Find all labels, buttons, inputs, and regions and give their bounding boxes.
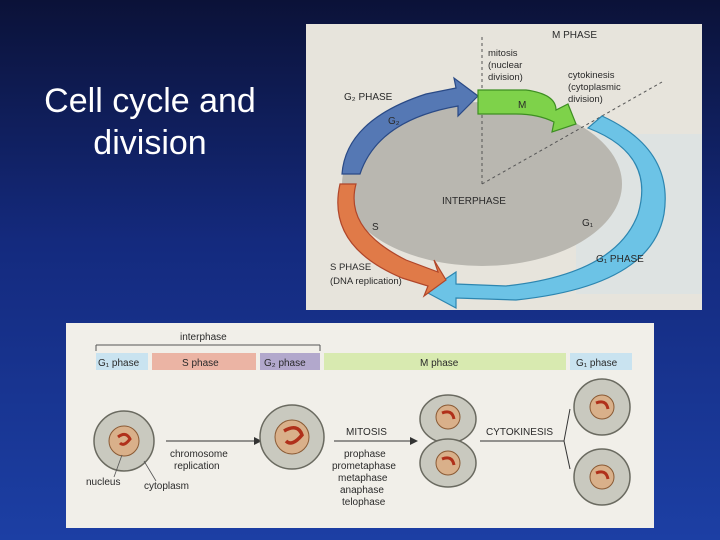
slide-title: Cell cycle and division (20, 80, 280, 164)
bar-label-g1-start: G₁ phase (98, 358, 140, 369)
bar-s-phase (152, 353, 256, 370)
cell-cycle-figure: M PHASE mitosis (nuclear division) cytok… (306, 24, 702, 310)
stage-prometaphase: prometaphase (332, 461, 396, 472)
cell-cycle-svg: M PHASE mitosis (nuclear division) cytok… (306, 24, 702, 310)
title-line-1: Cell cycle and (44, 82, 256, 120)
m-arrow (477, 89, 577, 133)
bar-g2-phase (260, 353, 320, 370)
stage-telophase: telophase (342, 497, 386, 508)
cytokinesis-line-1: cytokinesis (568, 70, 615, 81)
chromosome-line-2: replication (174, 461, 220, 472)
bar-m-phase (324, 353, 566, 370)
g2-label: G₂ (388, 116, 400, 127)
cell-division-figure: interphase G₁ phase S phase G₂ phase M p… (66, 323, 654, 528)
chromosome (595, 470, 610, 480)
arrow-branch-up (563, 408, 571, 442)
cytokinesis-line-3: division) (568, 94, 603, 105)
stage-prophase: prophase (344, 449, 386, 460)
cytokinesis-line-2: (cytoplasmic (568, 82, 621, 93)
mitosis-line-2: (nuclear (488, 60, 522, 71)
cell-division-svg: interphase G₁ phase S phase G₂ phase M p… (66, 323, 654, 528)
chromosome (283, 426, 304, 445)
chromosome (595, 400, 610, 410)
lower-nucleus (435, 450, 461, 476)
g1-phase-label: G₁ PHASE (596, 254, 644, 265)
s-label: S (372, 222, 379, 233)
nucleus (274, 419, 310, 455)
cytoplasm-label: cytoplasm (144, 481, 189, 492)
daughter-cell-top (573, 378, 631, 436)
stage-metaphase: metaphase (338, 473, 388, 484)
g1-label: G₁ (582, 218, 594, 229)
arrow-branch-down (563, 440, 571, 470)
chromosome (117, 432, 132, 446)
bar-label-g2-phase: G₂ phase (264, 358, 306, 369)
nucleus (108, 425, 140, 457)
cell-dividing (419, 394, 477, 488)
interphase-label: INTERPHASE (442, 196, 506, 207)
m-phase-label: M PHASE (552, 30, 597, 41)
nucleus-pointer (113, 454, 123, 478)
bar-label-g1-end: G₁ phase (576, 358, 618, 369)
daughter-cell-bottom (573, 448, 631, 506)
cell-g2 (259, 404, 325, 470)
title-line-2: division (93, 124, 207, 162)
cytokinesis-label: CYTOKINESIS (486, 427, 553, 438)
nucleus-label: nucleus (86, 477, 120, 488)
nucleus (589, 464, 615, 490)
arrow-head-replication (254, 437, 262, 445)
stage-anaphase: anaphase (340, 485, 384, 496)
cell-g1 (93, 410, 155, 472)
upper-nucleus (435, 404, 461, 430)
divider-line-cytokinesis (481, 81, 663, 185)
bar-label-s-phase: S phase (182, 358, 219, 369)
s-phase-line-2: (DNA replication) (330, 276, 402, 287)
mitosis-line-3: division) (488, 72, 523, 83)
arrow-head-mitosis (410, 437, 418, 445)
upper-chromosome (441, 410, 456, 420)
cytoplasm-pointer (143, 460, 157, 482)
mitosis-line-1: mitosis (488, 48, 518, 59)
bar-g1-start (96, 353, 148, 370)
g2-phase-label: G₂ PHASE (344, 92, 393, 103)
s-phase-line-1: S PHASE (330, 262, 371, 273)
mitosis-label: MITOSIS (346, 427, 387, 438)
g1-arrow (424, 115, 666, 309)
s-arrow (337, 183, 447, 298)
m-label: M (518, 100, 526, 111)
bar-g1-end (570, 353, 632, 370)
interphase-label: interphase (180, 332, 227, 343)
nucleus (589, 394, 615, 420)
lower-chromosome (441, 456, 456, 466)
bar-label-m-phase: M phase (420, 358, 459, 369)
chromosome-line-1: chromosome (170, 449, 228, 460)
